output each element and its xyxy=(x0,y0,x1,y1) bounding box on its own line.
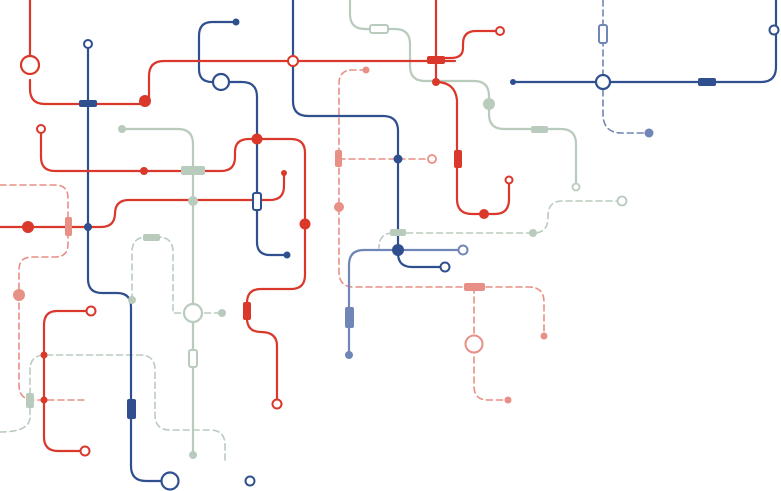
red-dot xyxy=(432,78,440,86)
navy-ring xyxy=(768,24,780,36)
steel-dashed-right xyxy=(602,0,650,134)
pink-dot xyxy=(13,289,25,301)
red-dot xyxy=(40,351,48,359)
sage-lines xyxy=(0,0,623,461)
navy-ring-large xyxy=(594,73,612,91)
navy-dot xyxy=(510,79,516,85)
red-ring xyxy=(504,175,514,185)
steel-dot xyxy=(644,128,654,138)
red-dot xyxy=(251,133,263,145)
red-ring xyxy=(495,26,505,36)
red-dot xyxy=(299,218,311,230)
pink-dot xyxy=(504,396,512,404)
red-line-mid xyxy=(39,127,307,406)
red-dot xyxy=(139,95,151,107)
red-ring xyxy=(271,398,283,410)
pink-dot xyxy=(334,202,344,212)
sage-ring xyxy=(616,195,628,207)
pink-dot xyxy=(540,332,548,340)
navy-ring xyxy=(439,261,451,273)
sage-capsule-right xyxy=(531,126,548,133)
sage-capsule-left xyxy=(143,234,160,241)
pink-capsule-left xyxy=(65,217,72,236)
red-ring xyxy=(287,55,299,67)
sage-capsule-top xyxy=(369,24,389,34)
sage-capsule-bottom xyxy=(26,393,34,408)
navy-capsule-outline xyxy=(252,192,262,211)
sage-dashed-right xyxy=(378,200,623,249)
navy-capsule-right xyxy=(698,78,716,86)
navy-capsule-bottom xyxy=(127,399,136,419)
navy-line-center xyxy=(291,0,447,269)
sage-capsule-low xyxy=(188,349,198,368)
red-capsule-top xyxy=(427,56,445,64)
pink-ring-large xyxy=(464,334,484,354)
red-dot xyxy=(479,209,489,219)
steel-ring xyxy=(457,244,469,256)
red-capsule-lower xyxy=(243,302,251,320)
red-ring xyxy=(85,305,97,317)
sage-dot xyxy=(128,296,136,304)
pink-dot xyxy=(362,66,370,74)
red-capsule-loop xyxy=(454,150,462,168)
red-ring-large xyxy=(19,54,41,76)
sage-dashed-bottom xyxy=(0,354,226,461)
navy-capsule-left xyxy=(79,100,97,107)
pink-capsule-upper xyxy=(335,150,342,167)
sage-dot xyxy=(188,196,198,206)
red-lines xyxy=(0,0,511,453)
sage-dot xyxy=(529,229,537,237)
steel-capsule-top xyxy=(598,24,608,44)
sage-dot xyxy=(118,125,126,133)
red-line-left xyxy=(0,171,286,229)
sage-capsule-center xyxy=(181,166,205,175)
navy-ring-large xyxy=(160,471,180,491)
red-ring xyxy=(36,124,46,134)
sage-dashed-left xyxy=(131,236,223,314)
red-ring xyxy=(79,445,91,457)
sage-line-center xyxy=(120,127,195,457)
navy-ring xyxy=(244,475,256,487)
navy-dot xyxy=(392,244,404,256)
navy-line-right xyxy=(511,0,778,84)
sage-capsule-dash xyxy=(390,229,406,236)
sage-dot xyxy=(218,309,226,317)
red-dot xyxy=(281,170,287,176)
sage-ring-large xyxy=(182,302,204,324)
red-dot xyxy=(22,221,34,233)
pink-ring xyxy=(427,154,437,164)
stations xyxy=(13,18,780,491)
navy-ring-large xyxy=(211,72,231,92)
pink-capsule-right xyxy=(464,283,485,291)
navy-ring xyxy=(83,39,93,49)
pink-dashed-lower xyxy=(473,286,509,401)
red-line-loop xyxy=(434,59,511,216)
navy-dot xyxy=(232,18,240,26)
steel-lines xyxy=(347,0,650,357)
red-line-hook xyxy=(434,0,502,60)
sage-dot xyxy=(189,451,197,459)
navy-dot xyxy=(283,251,291,259)
navy-line-left xyxy=(86,42,172,483)
pink-lines xyxy=(0,69,545,401)
capsules xyxy=(26,24,716,419)
sage-ring xyxy=(571,182,581,192)
navy-lines xyxy=(86,0,778,483)
navy-dot xyxy=(84,223,92,231)
red-dot xyxy=(140,167,148,175)
navy-dot xyxy=(393,154,403,164)
pink-dashed-left xyxy=(0,184,87,401)
red-line-bottom-left xyxy=(42,309,93,453)
steel-capsule-vertical xyxy=(345,307,354,328)
red-dot xyxy=(40,396,48,404)
steel-dot xyxy=(345,351,353,359)
steel-line-vertical xyxy=(347,248,465,357)
sage-dot xyxy=(483,98,495,110)
pink-dashed-upper xyxy=(338,69,545,337)
